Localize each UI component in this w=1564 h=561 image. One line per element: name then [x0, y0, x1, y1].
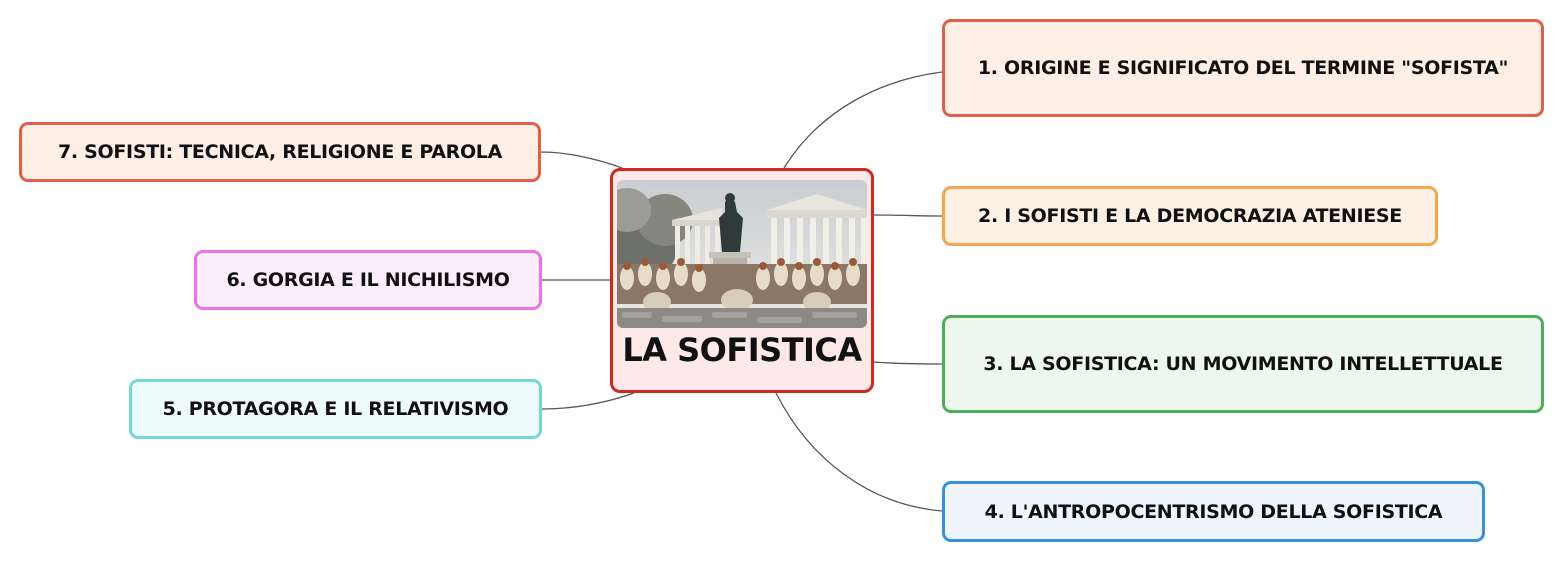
agora-illustration	[617, 180, 867, 328]
connector-7	[540, 151, 623, 169]
branch-node-2[interactable]: 2. I SOFISTI E LA DEMOCRAZIA ATENIESE	[942, 186, 1438, 246]
branch-node-4[interactable]: 4. L'ANTROPOCENTRISMO DELLA SOFISTICA	[942, 481, 1485, 542]
branch-node-1[interactable]: 1. ORIGINE E SIGNIFICATO DEL TERMINE "SO…	[942, 19, 1544, 117]
central-topic-title: LA SOFISTICA	[622, 331, 862, 369]
branch-node-5[interactable]: 5. PROTAGORA E IL RELATIVISMO	[129, 379, 542, 439]
branch-node-3[interactable]: 3. LA SOFISTICA: UN MOVIMENTO INTELLETTU…	[942, 315, 1544, 413]
branch-node-6[interactable]: 6. GORGIA E IL NICHILISMO	[194, 250, 542, 310]
connector-1	[783, 71, 943, 169]
branch-node-7[interactable]: 7. SOFISTI: TECNICA, RELIGIONE E PAROLA	[19, 122, 541, 182]
central-topic-image	[617, 180, 867, 328]
connector-3	[872, 361, 943, 365]
central-topic-node[interactable]: LA SOFISTICA	[610, 168, 874, 393]
connector-4	[775, 392, 943, 512]
connector-2	[872, 214, 943, 217]
connector-5	[540, 392, 635, 410]
